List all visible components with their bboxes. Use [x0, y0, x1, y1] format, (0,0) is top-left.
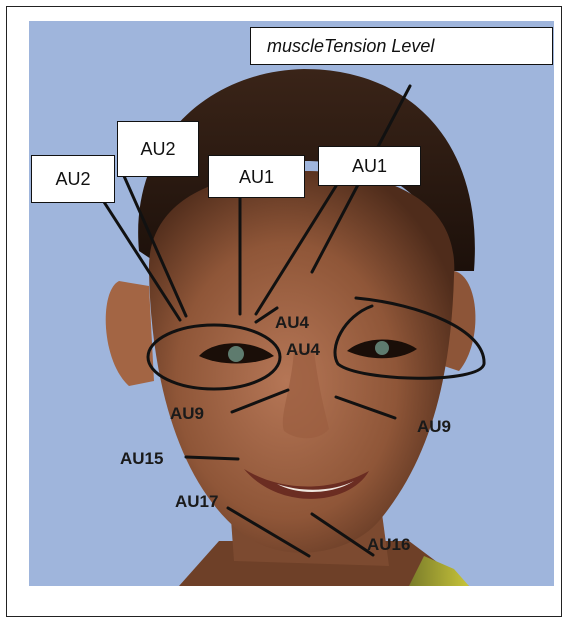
au17-label: AU17 — [175, 493, 218, 510]
au1-left-callout: AU1 — [208, 155, 305, 198]
au9-left-line — [232, 390, 288, 412]
au9-left-label: AU9 — [170, 405, 204, 422]
au16-label: AU16 — [367, 536, 410, 553]
left-eye-region-outline — [148, 325, 280, 389]
au4-upper-label: AU4 — [275, 314, 309, 331]
au15-line — [186, 457, 238, 459]
au4-lower-label: AU4 — [286, 341, 320, 358]
au2-right-callout: AU2 — [117, 121, 199, 177]
au9-right-label: AU9 — [417, 418, 451, 435]
au9-right-line — [336, 397, 395, 418]
au1-right-callout: AU1 — [318, 146, 421, 186]
au17-line — [228, 508, 309, 556]
au2-left-callout: AU2 — [31, 155, 115, 203]
right-eye-region-outline — [335, 298, 484, 378]
au15-label: AU15 — [120, 450, 163, 467]
au16-line — [312, 514, 373, 555]
muscle-tension-callout: muscleTension Level — [250, 27, 553, 65]
